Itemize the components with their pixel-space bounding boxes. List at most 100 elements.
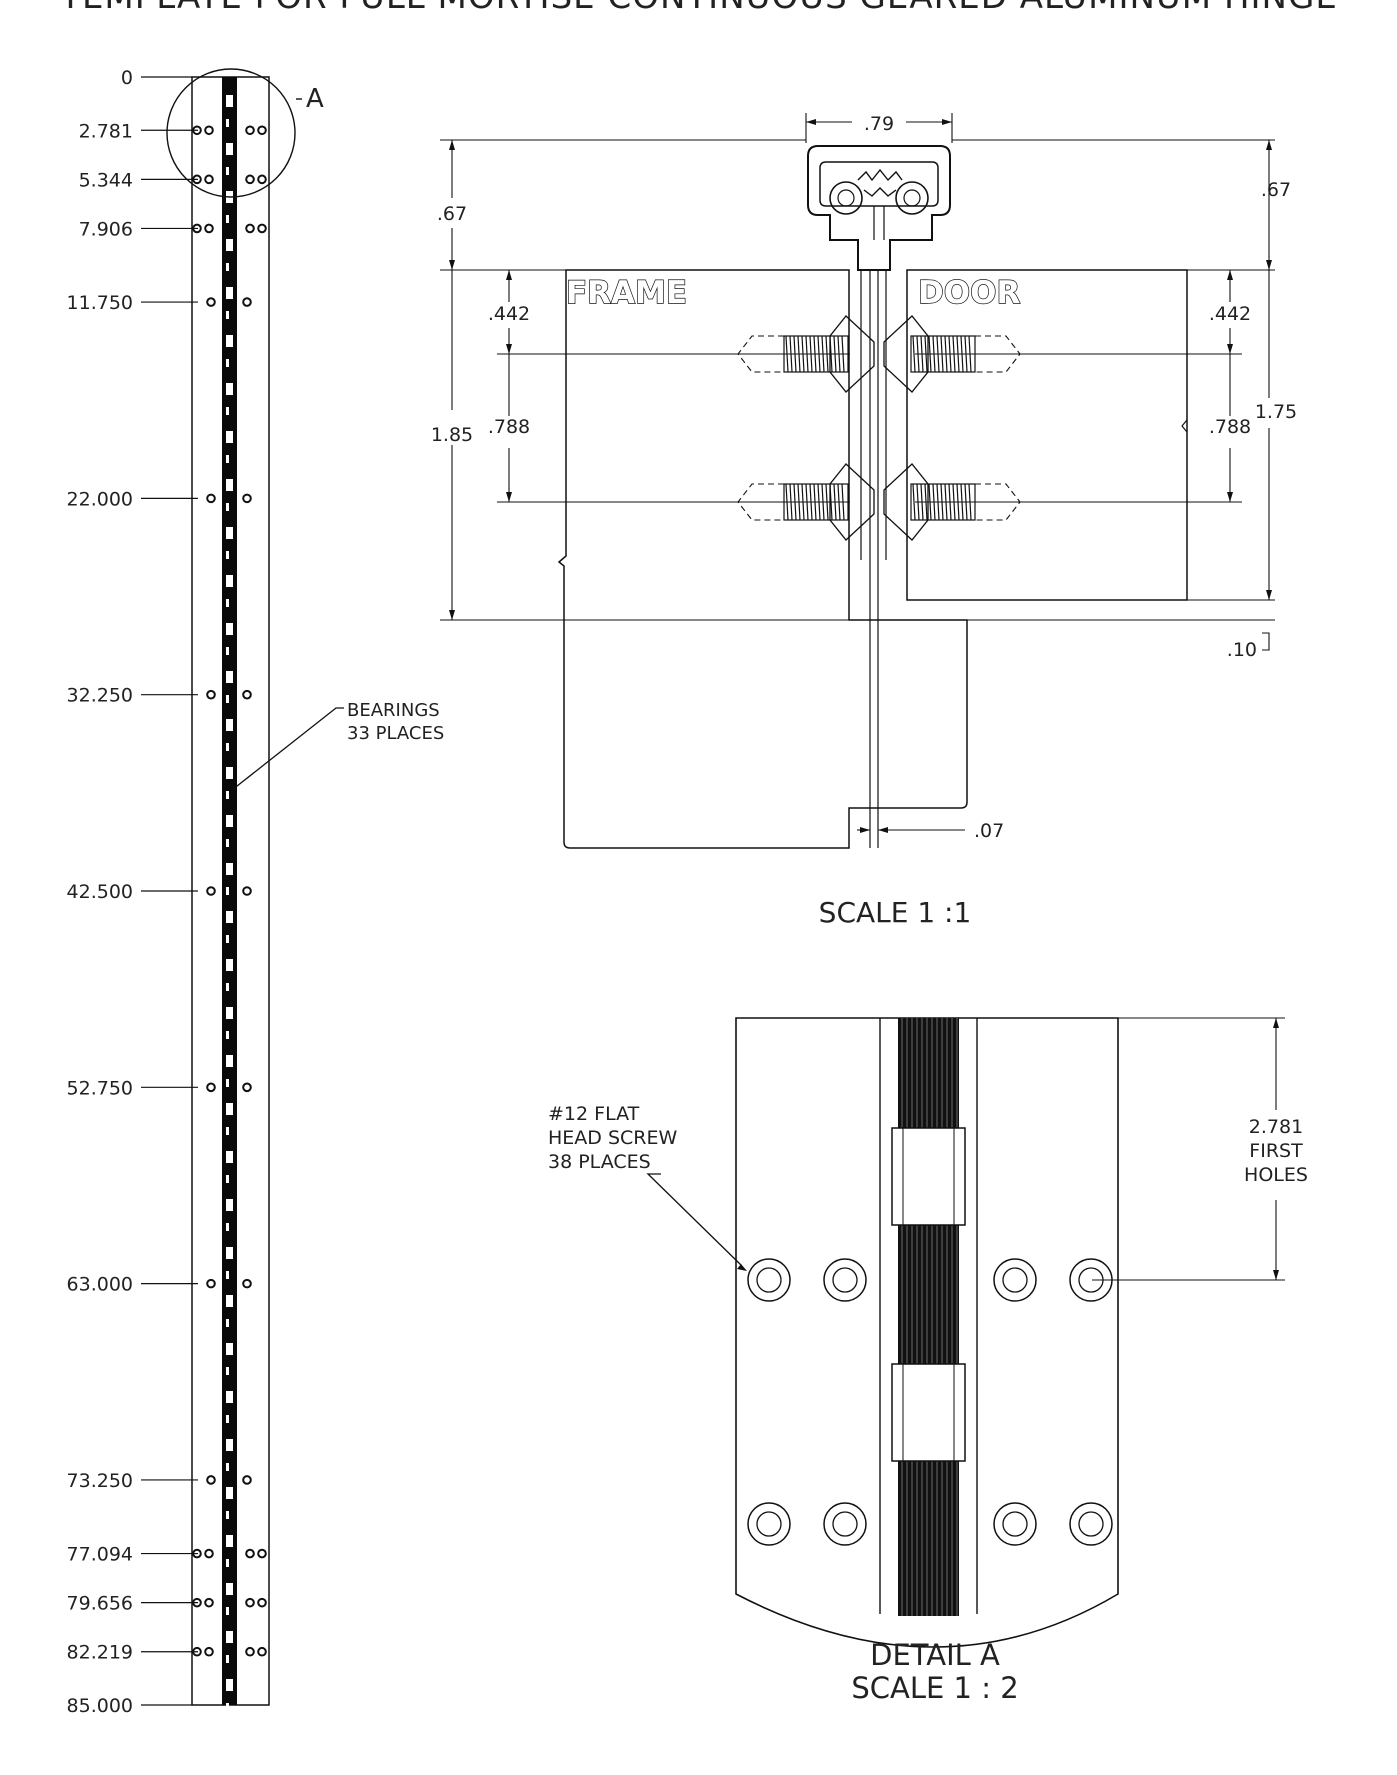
knuckle-mark [226,959,233,971]
first-holes-line1: 2.781 [1249,1116,1303,1138]
detail-screw-hole-inner [756,1267,782,1293]
knuckle-mark [226,1055,233,1067]
detail-screw-hole-outer [993,1258,1037,1302]
dim-067-right: .67 [1261,179,1291,201]
dim-010: .10 [1227,639,1257,661]
knuckle-mark [226,815,233,827]
knuckle-mark [226,1559,229,1567]
knuckle-mark [226,167,229,175]
screw-hole [242,1475,252,1485]
knuckle-mark [226,455,229,463]
section-scale-label: SCALE 1 :1 [819,896,972,929]
station-dim-label: 0 [121,67,133,89]
station-dimensions: 02.7815.3447.90611.75022.00032.25042.500… [67,67,198,1717]
screw-hole [242,886,252,896]
screw-hole [245,125,255,136]
knuckle-mark [226,1199,233,1211]
screw-head [883,315,929,393]
knuckle-mark [226,95,233,107]
knuckle-mark [226,239,233,251]
screw-hole [206,886,216,896]
knuckle-mark [226,1487,233,1499]
dim-788-left: .788 [488,416,530,438]
knuckle-mark [226,1511,229,1519]
knuckle-mark [226,215,229,223]
knuckle-mark [226,143,233,155]
screw-hole [245,1597,255,1608]
knuckle-mark [226,1535,233,1547]
knuckle-mark [226,1655,229,1663]
screw-thread [912,483,916,521]
screw-hole [257,1646,267,1657]
knuckle-mark [226,407,229,415]
screw-hole [242,689,252,700]
hinge-long-view: 02.7815.3447.90611.75022.00032.25042.500… [67,67,445,1717]
dim-079: .79 [864,113,894,135]
station-dim-label: 2.781 [79,120,133,142]
station-dim-label: 73.250 [67,1470,133,1492]
dim-442-right: .442 [1209,303,1251,325]
knuckle-mark [226,1271,229,1279]
screw-hole [204,223,214,234]
station-dim-label: 79.656 [67,1593,133,1615]
screw-hole [204,1548,214,1559]
hinge-section-view: FRAME DOOR .79 .67 .67 .442 .442 .788 .7… [431,113,1297,929]
knuckle-mark [226,695,229,703]
screw-note-line1: #12 FLAT [548,1103,640,1125]
knuckle-mark [226,263,229,271]
screw-head [829,315,875,393]
station-dim-label: 63.000 [67,1274,133,1296]
screw-hole [257,1597,267,1608]
first-holes-line3: HOLES [1244,1164,1308,1186]
knuckle-mark [226,1151,233,1163]
screw-head [829,463,875,541]
knuckle-mark [226,287,233,299]
screw-hole [206,1475,216,1485]
knuckle-mark [226,1319,229,1327]
screw-hole [242,1082,252,1093]
detail-screw-hole-inner [832,1511,858,1537]
knuckle-mark [226,1223,229,1231]
detail-screw-hole-inner [1078,1511,1104,1537]
knuckle-mark [226,599,229,607]
knuckle-mark [226,743,229,751]
station-dim-label: 77.094 [67,1544,133,1566]
station-dim-label: 42.500 [67,881,133,903]
knuckle-mark [226,839,229,847]
barrel-grooves [901,1018,958,1616]
screw-hole [257,1548,267,1559]
knuckle-mark [226,1415,229,1423]
dim-175: 1.75 [1255,401,1297,423]
screw-hole [257,174,267,185]
screw-hole [206,1278,216,1289]
hinge-barrel [222,77,237,1705]
station-dim-label: 7.906 [79,218,133,240]
dim-442-left: .442 [488,303,530,325]
screw-hole [204,1646,214,1657]
knuckle-mark [226,1439,233,1451]
detail-a-marker: A [306,84,324,114]
screw-hole [242,1278,252,1289]
knuckle-mark [226,647,229,655]
station-dim-label: 32.250 [67,685,133,707]
detail-screw-hole-outer [823,1502,867,1546]
detail-screw-hole-outer [747,1258,791,1302]
door-label: DOOR [918,275,1020,311]
knuckle-mark [226,911,233,923]
knuckle-mark [226,119,229,127]
screw-hole [245,174,255,185]
knuckle-mark [226,335,233,347]
knuckle-mark [226,479,233,491]
bearing-knuckle-2 [891,1363,966,1462]
knuckle-mark [226,1343,233,1355]
detail-a-view: 2.781 FIRST HOLES #12 FLAT HEAD SCREW 38… [548,1017,1308,1705]
knuckle-mark [226,791,229,799]
bearings-note-line1: BEARINGS [347,700,440,721]
knuckle-mark [226,1607,229,1615]
station-dim-label: 52.750 [67,1077,133,1099]
screw-thread [912,335,916,373]
screw-note-line3: 38 PLACES [548,1151,651,1173]
screw-head [883,463,929,541]
knuckle-mark [226,1079,229,1087]
screw-hole [204,1597,214,1608]
